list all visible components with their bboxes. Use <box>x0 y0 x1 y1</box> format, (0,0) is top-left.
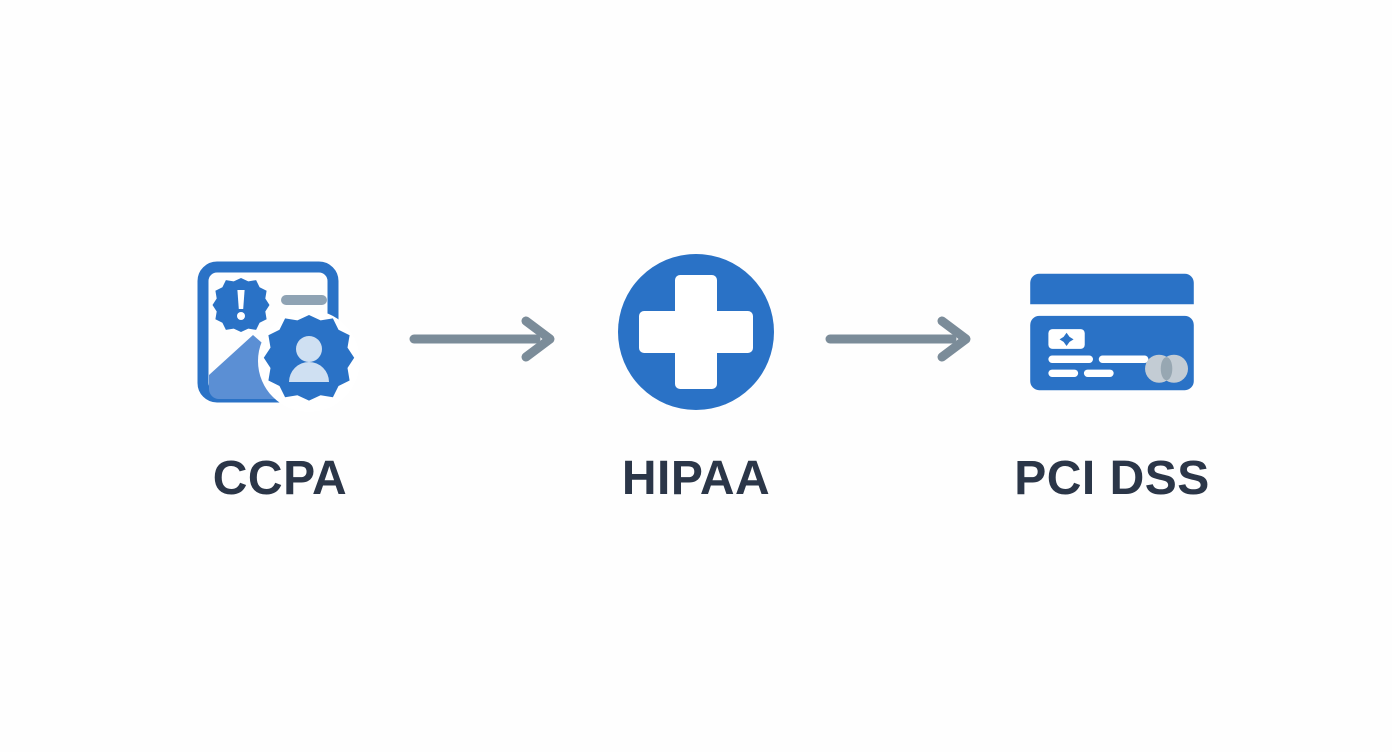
arrow-connector-ccpa-hipaa <box>395 249 581 429</box>
credit-card-icon <box>1017 249 1207 429</box>
image-privacy-settings-icon <box>185 249 375 429</box>
flow-node-label-pci-dss: PCI DSS <box>1014 452 1210 505</box>
arrow-right-icon <box>409 316 555 362</box>
flow-node-label-hipaa: HIPAA <box>621 452 771 505</box>
flow-node-label-ccpa: CCPA <box>212 452 348 505</box>
arrow-right-icon <box>825 316 971 362</box>
flow-node-pci-dss[interactable]: PCI DSS <box>997 249 1227 503</box>
flow-node-ccpa[interactable]: CCPA <box>165 249 395 503</box>
arrow-connector-hipaa-pci <box>811 249 997 429</box>
medical-cross-circle-icon <box>601 249 791 429</box>
flow-node-hipaa[interactable]: HIPAA <box>581 249 811 503</box>
